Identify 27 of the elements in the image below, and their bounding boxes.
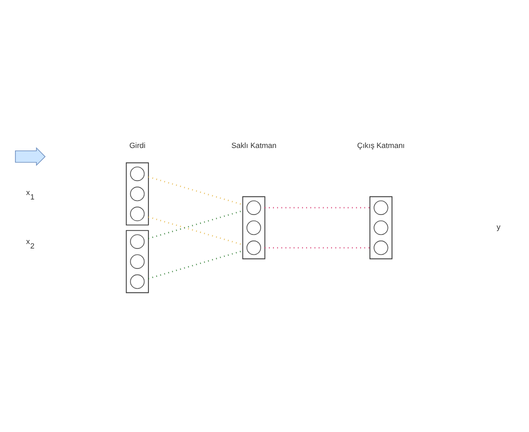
label: Girdi <box>129 141 146 150</box>
label: Çıkış Katmanı <box>357 141 405 150</box>
node-circle <box>130 186 145 202</box>
node-circle <box>246 200 262 215</box>
node-circle <box>246 220 262 235</box>
cluster <box>126 230 149 294</box>
node-circle <box>130 166 145 182</box>
node-circle <box>130 234 145 249</box>
node-circle <box>130 274 145 289</box>
connector <box>148 210 243 240</box>
cluster <box>369 196 392 260</box>
node-circle <box>246 240 262 256</box>
node-circle <box>374 220 388 235</box>
node-circle <box>374 240 388 256</box>
connector <box>148 176 243 206</box>
node-arrow <box>15 147 46 166</box>
node-circle <box>130 254 145 269</box>
node-circle <box>374 200 388 215</box>
cluster <box>242 196 266 260</box>
label: Saklı Katman <box>231 141 276 150</box>
connector <box>264 247 370 248</box>
node-circle <box>130 206 145 222</box>
connector <box>148 216 243 246</box>
connector <box>148 250 243 280</box>
cluster <box>126 162 149 226</box>
label: y <box>496 222 500 232</box>
connector <box>264 207 370 208</box>
